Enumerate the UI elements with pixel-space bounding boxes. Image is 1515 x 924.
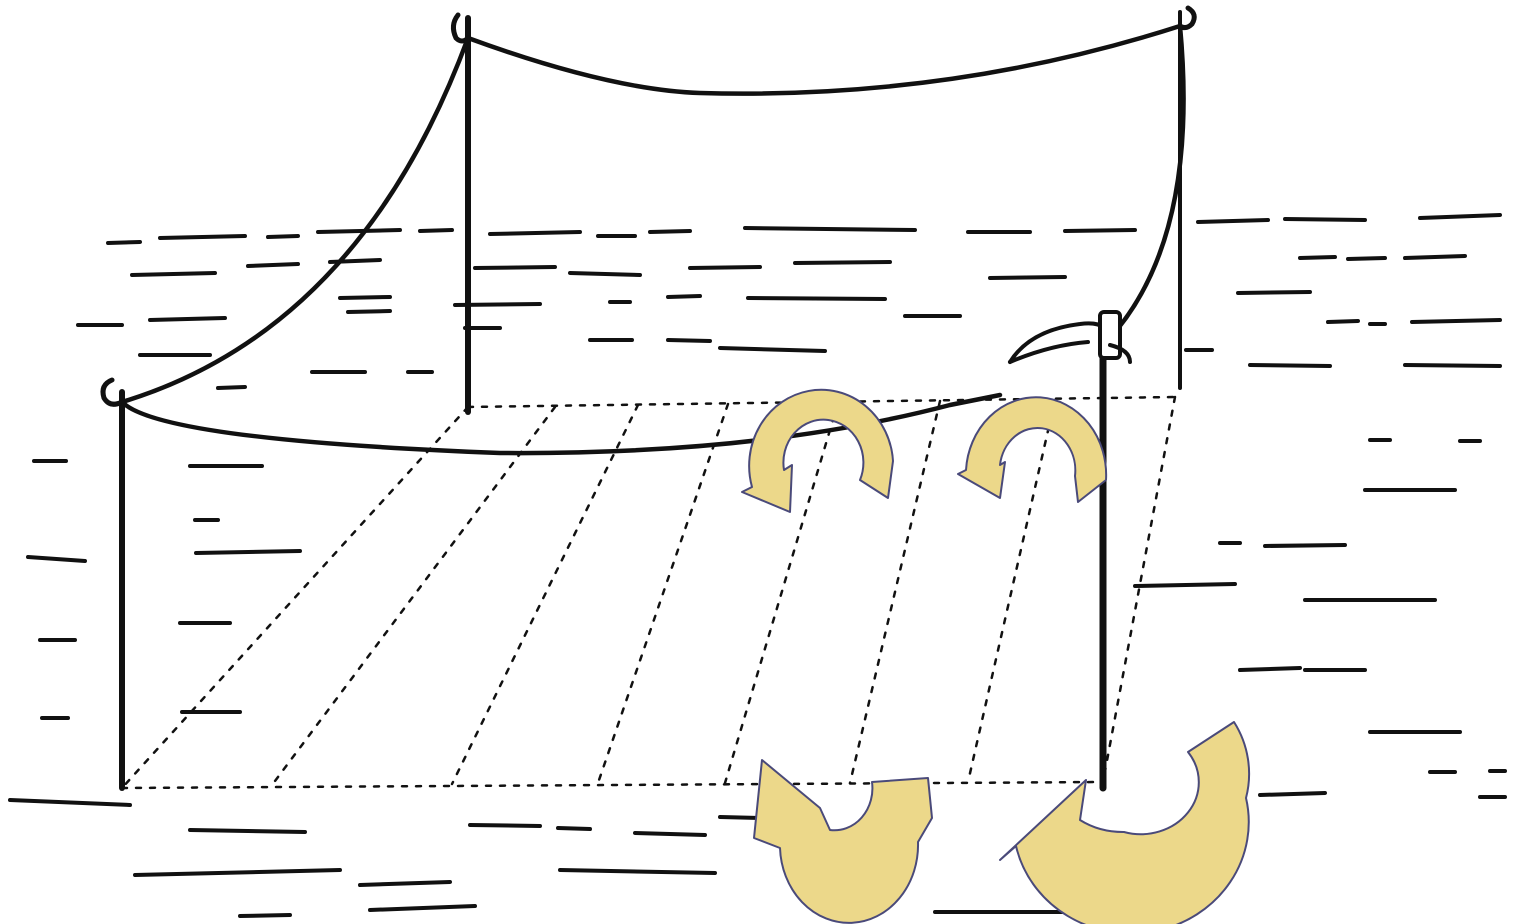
left-side-rope <box>122 38 468 402</box>
float-object <box>1010 312 1130 362</box>
right-side-rope <box>1108 26 1184 340</box>
top-rope <box>468 26 1180 94</box>
circular-arrow-lower-right <box>1000 722 1249 924</box>
pole-hooks <box>103 8 1194 404</box>
ropes <box>122 26 1184 453</box>
circular-arrow-upper-right <box>958 397 1106 502</box>
circular-arrow-upper-left <box>742 390 893 512</box>
submerged-net-grid <box>122 397 1175 788</box>
circular-arrow-lower-left <box>754 760 932 923</box>
